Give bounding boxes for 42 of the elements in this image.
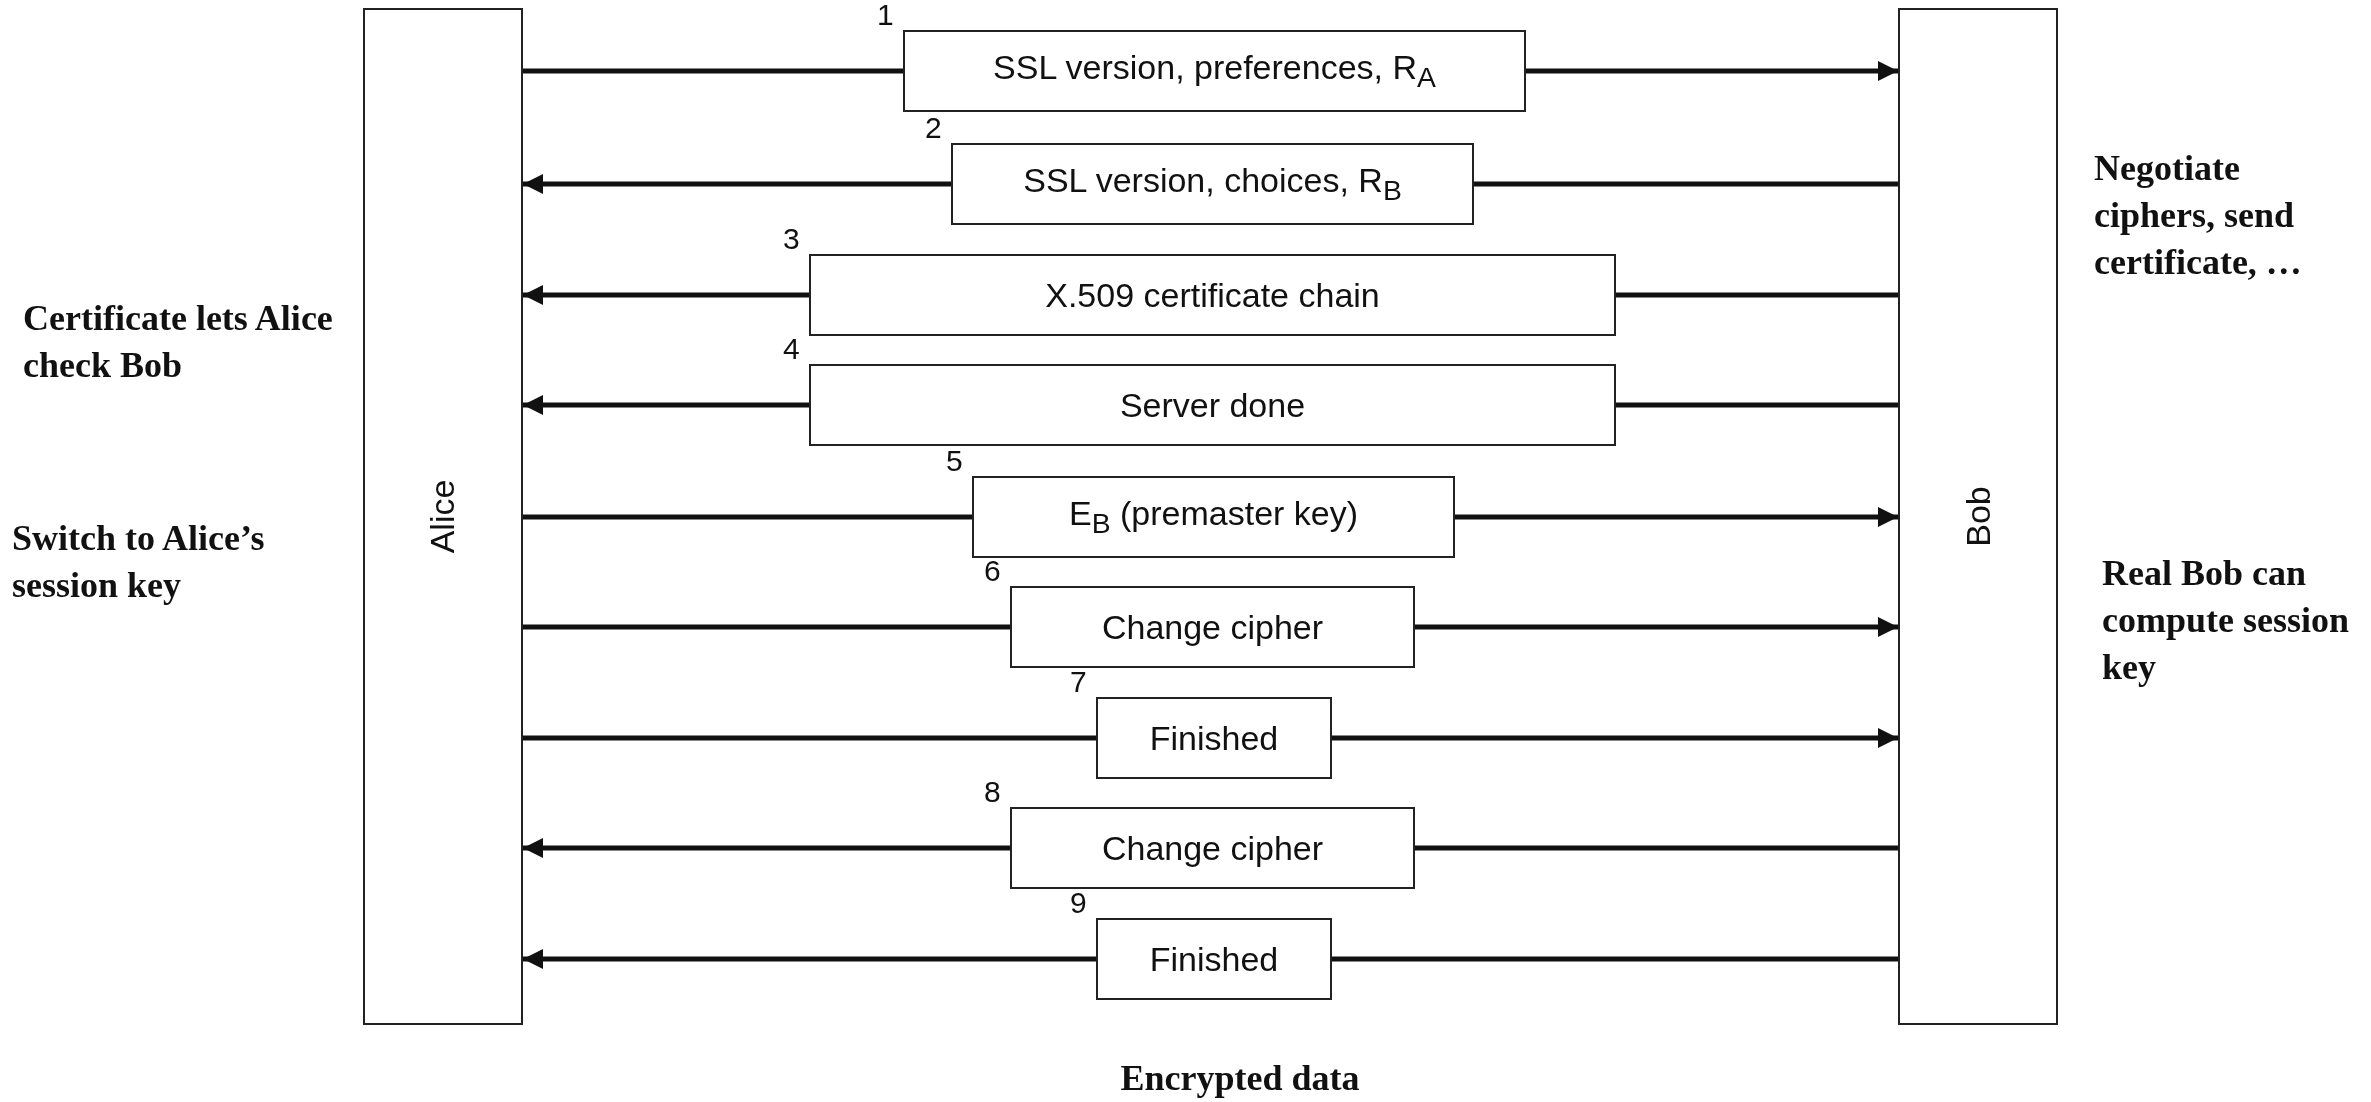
connector-line [523,624,1010,630]
arrow [523,838,1010,858]
message-box: Change cipher [1010,586,1415,668]
message-box: Server done [809,364,1616,446]
step-number: 3 [783,222,800,256]
step-number: 2 [925,111,942,145]
connector-line [1616,292,1898,298]
annotation-text: Certificate lets Alice check Bob [23,297,334,387]
step-number: 7 [1070,665,1087,699]
arrow [1415,617,1898,637]
lifeline-box: Alice [363,8,523,1025]
step-number: 4 [783,332,800,366]
connector-line [523,514,972,520]
step-number: 1 [877,0,894,32]
connector-line [1415,845,1898,851]
step-number: 8 [984,775,1001,809]
step-number: 5 [946,444,963,478]
message-box: SSL version, preferences, R$_{A}$ [903,30,1526,112]
annotation-text: Switch to Alice’s session key [12,517,266,607]
message-box: Finished [1096,918,1332,1000]
arrow [523,395,809,415]
lifeline-box: Bob [1898,8,2058,1025]
annotation-text: Real Bob can compute session key [2102,552,2350,689]
arrow [523,174,951,194]
connector-line [1616,402,1898,408]
message-box: SSL version, choices, R$_{B}$ [951,143,1474,225]
arrow [523,949,1096,969]
annotation-text: Encrypted data [1119,1057,1361,1100]
arrow [1526,61,1898,81]
connector-line [523,735,1096,741]
arrow [1332,728,1898,748]
message-box: Change cipher [1010,807,1415,889]
message-box: X.509 certificate chain [809,254,1616,336]
message-box: Finished [1096,697,1332,779]
connector-line [1332,956,1898,962]
annotation-text: Negotiate ciphers, send certificate, … [2094,147,2303,284]
arrow [1455,507,1898,527]
message-box: E$_{B}$ (premaster key) [972,476,1455,558]
arrow [523,285,809,305]
connector-line [1474,181,1898,187]
connector-line [523,68,903,74]
step-number: 9 [1070,886,1087,920]
